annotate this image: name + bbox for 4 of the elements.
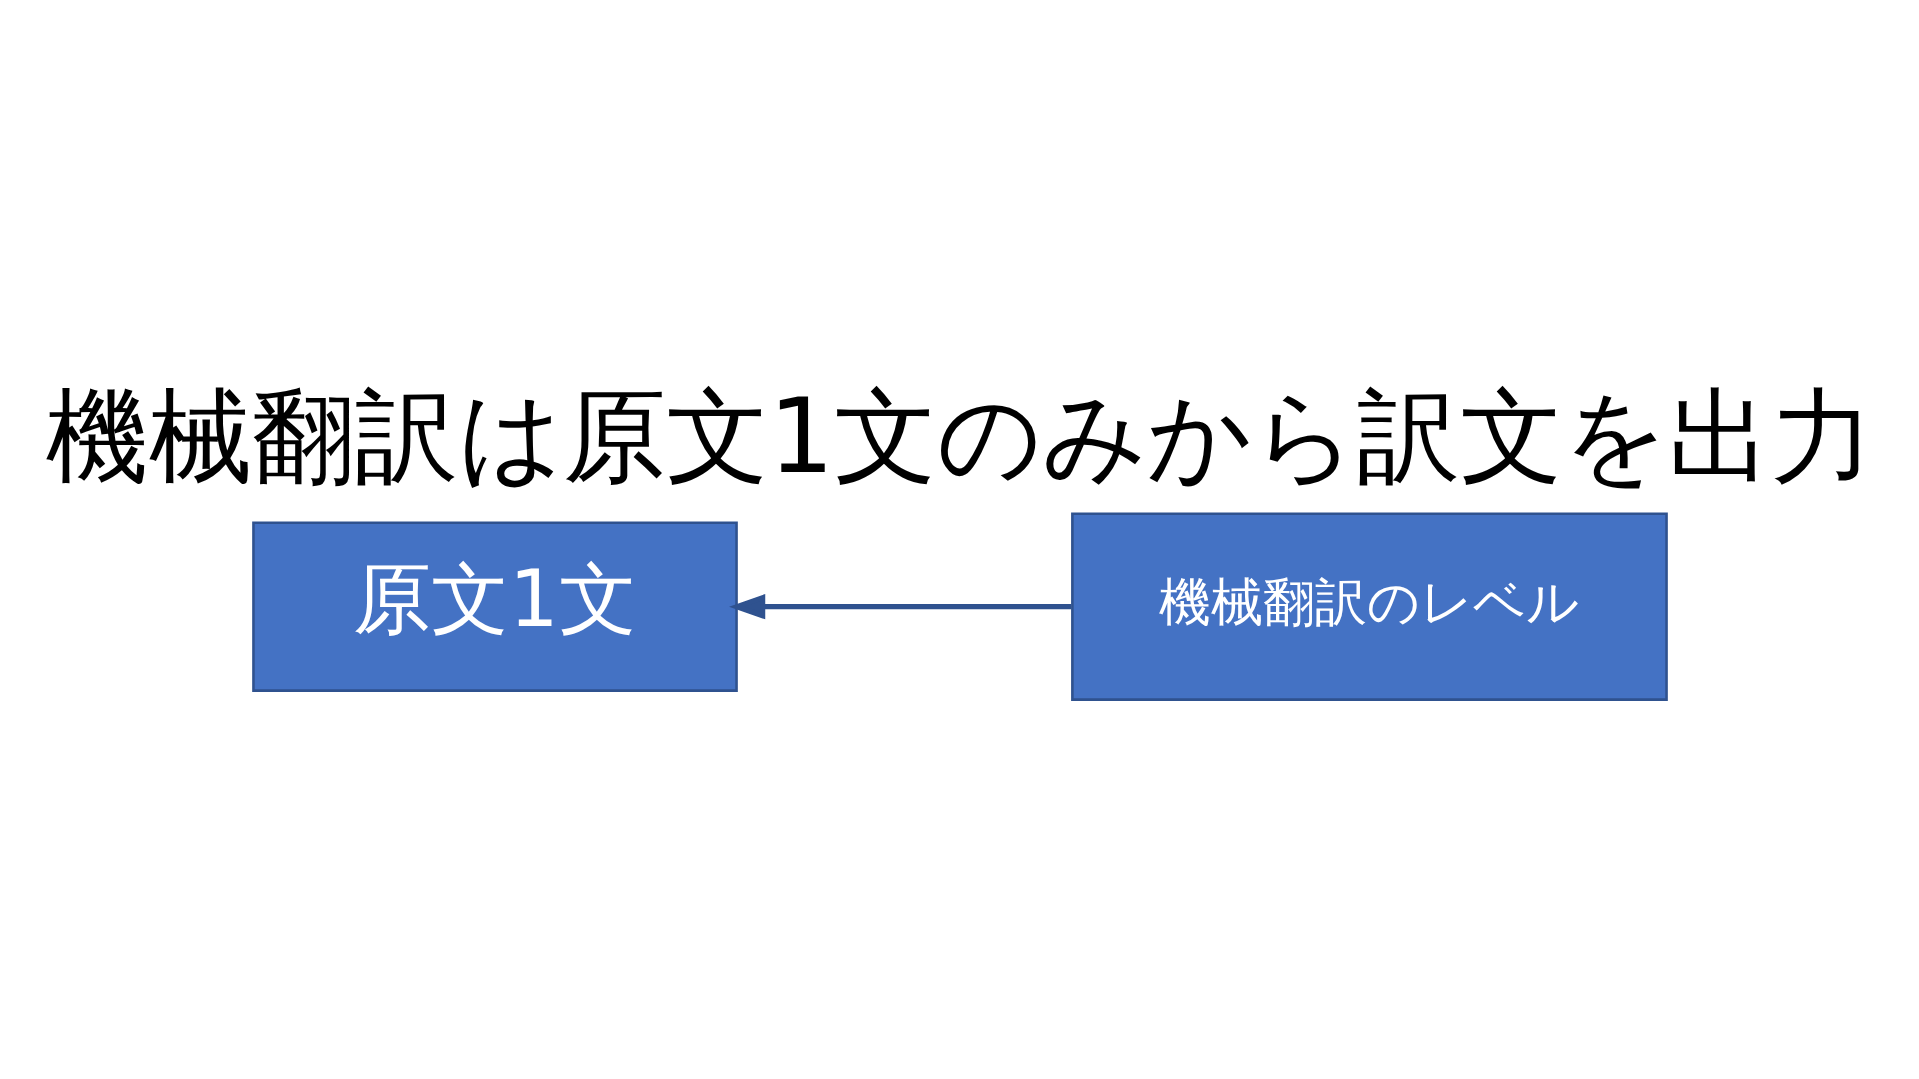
arrow [728,594,1071,620]
diagram-title: 機械翻訳は原文1文のみから訳文を出力 [45,376,1874,497]
node-box: 機械翻訳のレベル [1070,512,1668,701]
node-box: 原文1文 [251,521,738,692]
